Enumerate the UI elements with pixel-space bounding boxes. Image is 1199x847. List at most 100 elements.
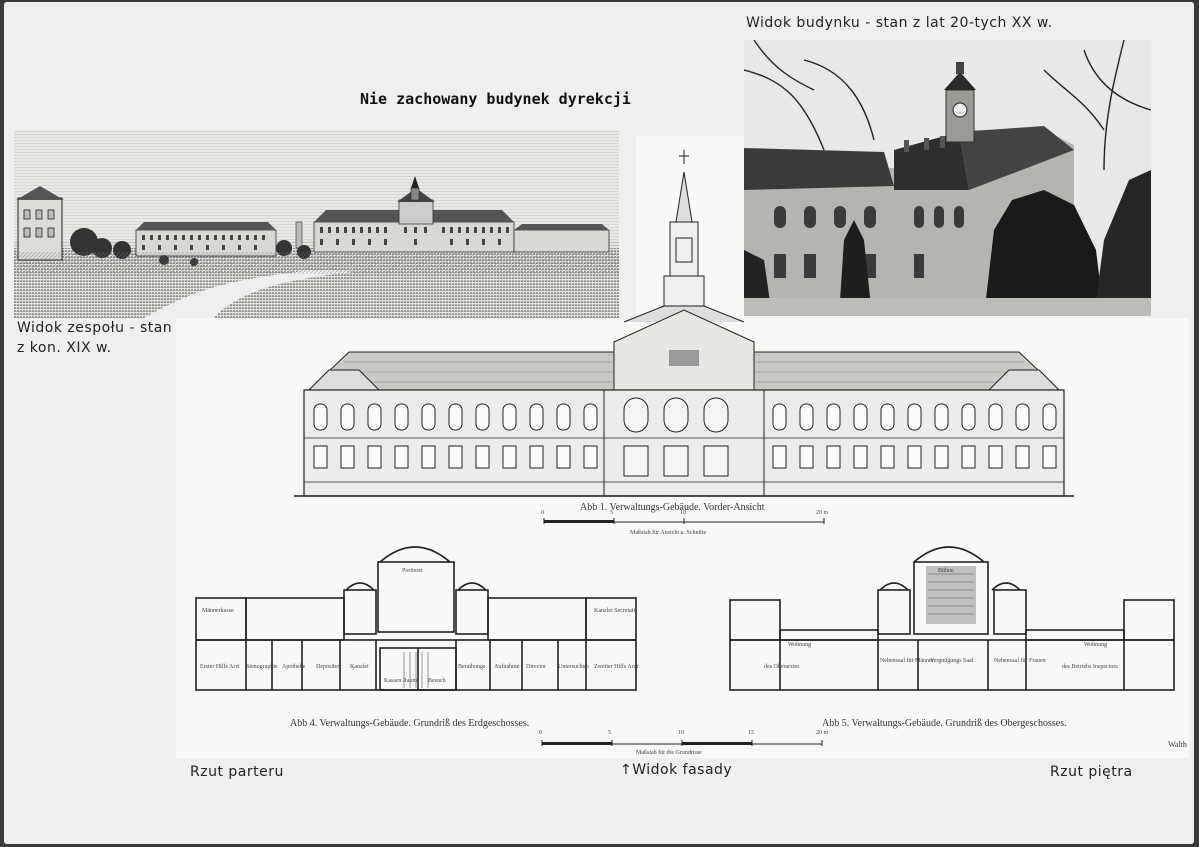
upper-room-vergnuegungs-saal: Vergnügungs Saal [930, 658, 974, 664]
facade-central-window [663, 397, 689, 433]
ground-floor-plan [195, 546, 637, 691]
ground-room-kanzlei-secretair: Kanzlei Secretair [594, 608, 636, 614]
archival-sheet: Nie zachowany budynek dyrekcji Widok bud… [4, 2, 1194, 844]
ground-room-stenographie: Stenographie [246, 664, 278, 670]
rzut-pietra-label: Rzut piętra [1050, 764, 1133, 780]
ground-room-depositen: Depositen [316, 664, 341, 670]
facade-central-window [623, 397, 649, 433]
engraving-drawing [14, 130, 619, 318]
facade-window [421, 403, 436, 431]
facade-window [934, 403, 949, 431]
facade-window [313, 403, 328, 431]
facade-window [772, 403, 787, 431]
upper-room-buehne: Bühne [938, 568, 954, 574]
photo-drawing [744, 40, 1151, 316]
ground-plan-caption: Abb 4. Verwaltungs-Gebäude. Grundriß des… [290, 718, 530, 729]
facade-window [340, 403, 355, 431]
facade-upper-windows [313, 397, 1057, 433]
facade-window [826, 403, 841, 431]
ground-room-portierei: Portierei [402, 568, 423, 574]
facade-window [988, 445, 1003, 469]
facade-central-window [703, 397, 729, 433]
facade-window [907, 403, 922, 431]
ground-room-kanzlei: Kanzlei [350, 664, 369, 670]
plan-tick-15: 15 [748, 730, 754, 736]
facade-window [583, 403, 598, 431]
facade-window [853, 445, 868, 469]
historic-photo [744, 40, 1151, 316]
facade-window [772, 445, 787, 469]
facade-window [826, 445, 841, 469]
facade-window [475, 403, 490, 431]
facade-scale-label: Maßstab für Ansicht u. Schnitte [630, 530, 707, 536]
plan-scale-bar [541, 740, 823, 746]
ground-room-zweiter-hilfs-arzt: Zweiter Hilfs Arzt [594, 664, 638, 670]
ground-room-director: Director [526, 664, 546, 670]
facade-window [556, 445, 571, 469]
facade-elevation [294, 150, 1074, 497]
facade-scale-bar [543, 518, 825, 524]
facade-window [880, 403, 895, 431]
facade-tick-20: 20 m [816, 510, 829, 516]
facade-window [529, 445, 544, 469]
ground-room-berathungs: Berathungs [458, 664, 486, 670]
facade-window [853, 403, 868, 431]
facade-window [448, 445, 463, 469]
plan-scale-label: Maßstab für die Grundrisse [636, 750, 702, 756]
facade-window [421, 445, 436, 469]
typed-title: Nie zachowany budynek dyrekcji [360, 90, 631, 108]
facade-window [529, 403, 544, 431]
ground-room-maennerkasse: Männerkasse [202, 608, 234, 614]
ground-room-apotheke: Apotheke [282, 664, 306, 670]
facade-window [961, 403, 976, 431]
ground-room-erster-hilfs-arzt: Erster Hilfs Arzt [200, 664, 240, 670]
widok-fasady-text: Widok fasady [632, 762, 733, 778]
upper-floor-plan [729, 546, 1175, 691]
facade-caption: Abb 1. Verwaltungs-Gebäude. Vorder-Ansic… [580, 502, 765, 513]
facade-tick-0: 0 [541, 510, 544, 516]
upper-room-oberarzt: des Oberarztes [764, 664, 800, 670]
facade-tick-10: 10 [680, 510, 686, 516]
upper-room-wohnung-left: Wohnung [788, 642, 812, 648]
facade-window [367, 403, 382, 431]
facade-window [961, 445, 976, 469]
plan-tick-0: 0 [539, 730, 542, 736]
facade-window [1042, 403, 1057, 431]
ground-room-kassen-raum: Kassen Raum [384, 678, 418, 684]
facade-window [907, 445, 922, 469]
facade-window [988, 403, 1003, 431]
ground-room-besuch: Besuch [428, 678, 446, 684]
facade-window [880, 445, 895, 469]
ground-room-untersuchun: Untersuchun [558, 664, 589, 670]
upper-room-wohnung-right: Wohnung [1084, 642, 1108, 648]
plan-tick-20: 20 m [816, 730, 829, 736]
facade-window [1015, 403, 1030, 431]
facade-window [448, 403, 463, 431]
upper-room-betriebs-inspector: des Betriebs Inspectors [1062, 664, 1118, 670]
engraving-panorama [14, 130, 619, 318]
facade-central-window [703, 445, 729, 477]
rzut-parteru-label: Rzut parteru [190, 764, 284, 780]
facade-window [934, 445, 949, 469]
upper-room-nebensaal-maenner: Nebensaal für Männer [880, 658, 934, 664]
facade-window [799, 445, 814, 469]
facade-window [340, 445, 355, 469]
widok-fasady-label: ↑Widok fasady [620, 762, 732, 778]
facade-central-window [623, 445, 649, 477]
up-arrow-icon: ↑ [620, 762, 633, 778]
plan-tick-5: 5 [608, 730, 611, 736]
plan-tick-10: 10 [678, 730, 684, 736]
facade-window [367, 445, 382, 469]
facade-window [394, 403, 409, 431]
engraving-caption-line2: z kon. XIX w. [17, 340, 112, 356]
facade-lower-windows [313, 445, 1057, 477]
facade-window [502, 445, 517, 469]
facade-window [313, 445, 328, 469]
facade-window [1042, 445, 1057, 469]
signature: Walth [1168, 740, 1187, 749]
engraving-caption-line1: Widok zespołu - stan [17, 320, 173, 336]
facade-window [556, 403, 571, 431]
facade-window [394, 445, 409, 469]
upper-room-nebensaal-frauen: Nebensaal für Frauen [994, 658, 1046, 664]
upper-plan-caption: Abb 5. Verwaltungs-Gebäude. Grundriß des… [822, 718, 1067, 729]
